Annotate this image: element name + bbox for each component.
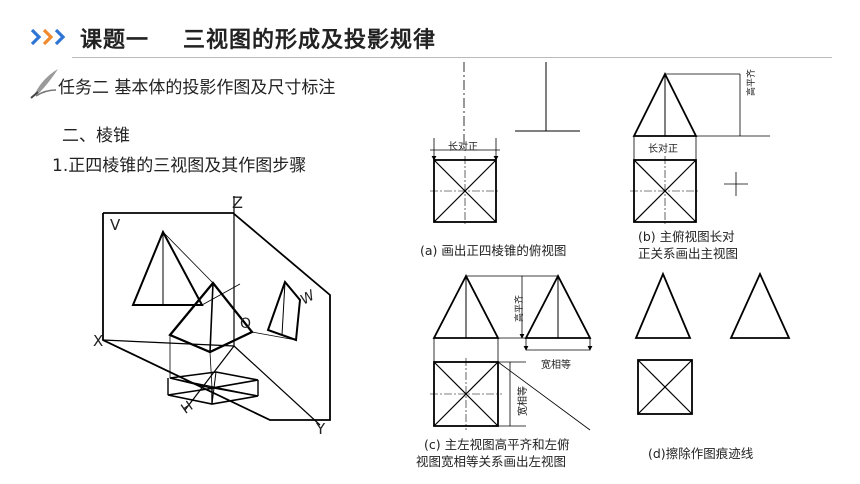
header-divider — [72, 57, 832, 58]
step-c-width-label-2: 宽相等 — [518, 386, 529, 416]
step-d-caption: (d)擦除作图痕迹线 — [648, 446, 754, 461]
subsection-heading: 1.正四棱锥的三视图及其作图步骤 — [52, 156, 307, 176]
step-b-dim-label: 长对正 — [648, 144, 678, 155]
step-b-caption-2: 正关系画出主视图 — [638, 246, 739, 261]
step-c-caption-2: 视图宽相等关系画出左视图 — [416, 454, 567, 469]
section-heading: 二、棱锥 — [62, 126, 130, 146]
lesson-label: 课题一 — [80, 28, 150, 53]
step-c-side-label: 高平齐 — [515, 294, 525, 322]
task-heading: 任务二 基本体的投影作图及尺寸标注 — [58, 78, 336, 98]
step-b-caption-1: (b) 主俯视图长对 — [638, 229, 735, 244]
triple-chevron-icon — [30, 28, 66, 46]
step-c-caption-1: (c) 主左视图高平齐和左俯 — [424, 437, 570, 452]
x-axis-label: X — [93, 332, 104, 350]
step-b-side-label: 高平齐 — [747, 68, 757, 96]
w-plane-label: W — [297, 287, 318, 309]
quill-pen-icon — [30, 69, 58, 99]
step-a-caption: (a) 画出正四棱锥的俯视图 — [420, 243, 567, 258]
step-a-dim-label: 长对正 — [448, 142, 478, 153]
z-axis-label: Z — [232, 193, 243, 212]
v-plane-label: V — [110, 216, 121, 234]
lesson-title: 三视图的形成及投影规律 — [183, 28, 437, 53]
step-c-width-label-1: 宽相等 — [541, 360, 571, 371]
h-plane-label: H — [178, 398, 197, 418]
y-axis-label: Y — [316, 420, 326, 438]
origin-label: O — [240, 316, 252, 332]
page-title: 课题一 三视图的形成及投影规律 — [80, 22, 436, 54]
